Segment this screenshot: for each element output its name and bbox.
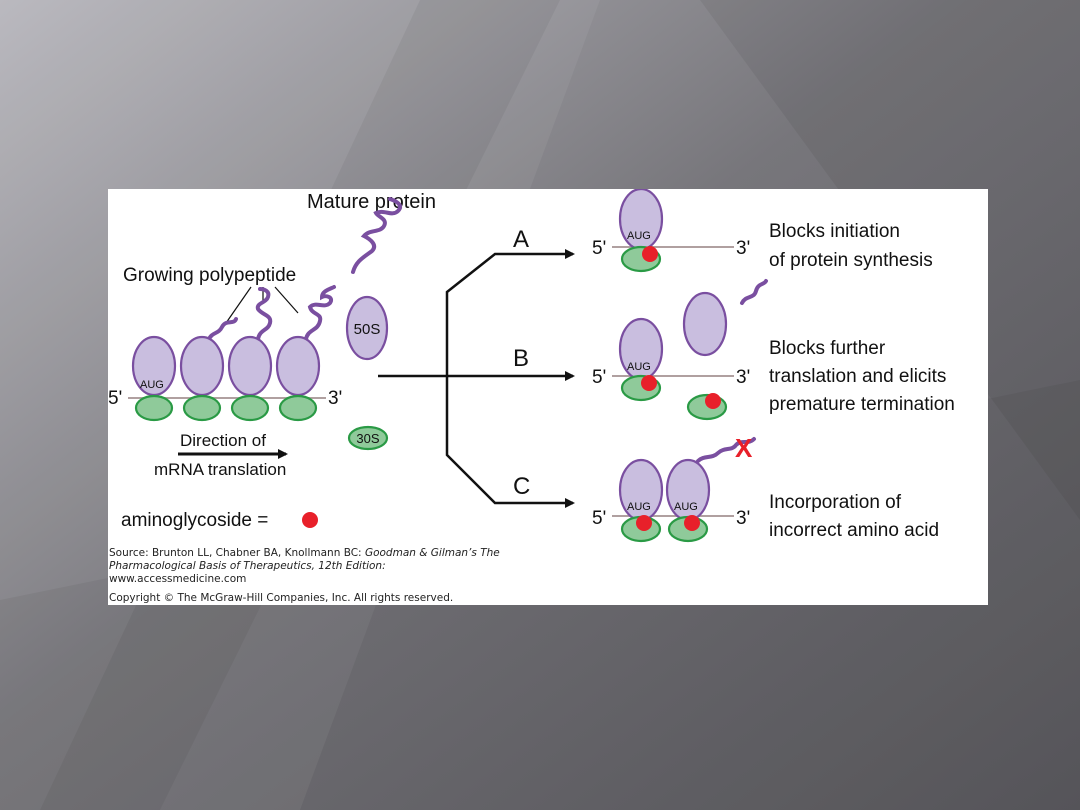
aminoglycoside-legend-dot — [302, 512, 318, 528]
polypeptide-chain — [304, 285, 336, 341]
polypeptide-chain — [206, 317, 238, 343]
source-url: www.accessmedicine.com — [109, 573, 247, 585]
mechanism-diagram: Mature protein Growing polypeptide AUG 5… — [108, 189, 955, 543]
ribosome-small-subunit — [182, 394, 222, 422]
b-five-prime-label: 5' — [592, 367, 606, 388]
30s-label: 30S — [356, 431, 379, 446]
aminoglycoside-legend-label: aminoglycoside = — [121, 510, 268, 531]
c-effect-line1: Incorporation of — [769, 492, 902, 513]
50s-label: 50S — [354, 321, 381, 338]
b-effect-line1: Blocks further — [769, 338, 886, 359]
ribosome-small-subunit — [230, 394, 270, 422]
b-effect-line3: premature termination — [769, 394, 955, 415]
b-released-large-subunit — [682, 291, 728, 357]
b-truncated-peptide — [740, 279, 768, 305]
ribosome-large-subunit — [179, 335, 225, 397]
b-three-prime-label: 3' — [736, 367, 750, 388]
c-five-prime-label: 5' — [592, 508, 606, 529]
mature-protein-chain — [351, 197, 403, 274]
free-50s-subunit — [345, 295, 389, 361]
a-five-prime-label: 5' — [592, 238, 606, 259]
growing-polypeptide-label: Growing polypeptide — [123, 265, 296, 286]
a-aug-label: AUG — [627, 230, 651, 242]
direction-label-line1: Direction of — [180, 431, 266, 450]
c-aug-label: AUG — [674, 501, 698, 513]
c-effect-line2: incorrect amino acid — [769, 520, 939, 541]
pointer-line — [274, 286, 299, 314]
c-error-mark: X — [735, 433, 753, 463]
copyright-notice: Copyright © The McGraw-Hill Companies, I… — [109, 592, 454, 604]
free-30s-subunit — [347, 425, 389, 451]
c-aminoglycoside-dot — [684, 515, 700, 531]
source-prefix: Source: Brunton LL, Chabner BA, Knollman… — [109, 547, 365, 559]
b-aug-label: AUG — [627, 361, 651, 373]
b-aminoglycoside-dot — [641, 375, 657, 391]
polypeptide-chain — [255, 287, 273, 341]
c-incorrect-peptide — [696, 437, 756, 463]
branch-c-arrow — [445, 302, 575, 508]
pointer-line — [225, 286, 252, 324]
ribosome-large-subunit — [227, 335, 273, 397]
a-effect-line1: Blocks initiation — [769, 221, 900, 242]
a-three-prime-label: 3' — [736, 238, 750, 259]
mature-protein-label: Mature protein — [307, 191, 436, 213]
branch-a-letter: A — [513, 226, 529, 253]
direction-label-line2: mRNA translation — [154, 460, 286, 479]
c-aug-label: AUG — [627, 501, 651, 513]
five-prime-label: 5' — [108, 388, 122, 409]
c-three-prime-label: 3' — [736, 508, 750, 529]
aug-codon-label: AUG — [140, 379, 164, 391]
branch-a-arrow — [445, 249, 575, 302]
b-effect-line2: translation and elicits — [769, 366, 946, 387]
source-citation: Source: Brunton LL, Chabner BA, Knollman… — [109, 547, 529, 586]
c-aminoglycoside-dot — [636, 515, 652, 531]
branch-c-letter: C — [513, 473, 530, 500]
ribosome-small-subunit — [278, 394, 318, 422]
aminoglycoside-mechanism-figure: Mature protein Growing polypeptide AUG 5… — [108, 189, 988, 605]
a-aminoglycoside-dot — [642, 246, 658, 262]
ribosome-large-subunit — [275, 335, 321, 397]
b-released-aminoglycoside-dot — [705, 393, 721, 409]
a-effect-line2: of protein synthesis — [769, 250, 933, 271]
three-prime-label: 3' — [328, 388, 342, 409]
ribosome-small-subunit — [134, 394, 174, 422]
source-book-title: Goodman & Gilman’s The Pharmacological B… — [109, 547, 500, 572]
branch-b-letter: B — [513, 345, 529, 372]
